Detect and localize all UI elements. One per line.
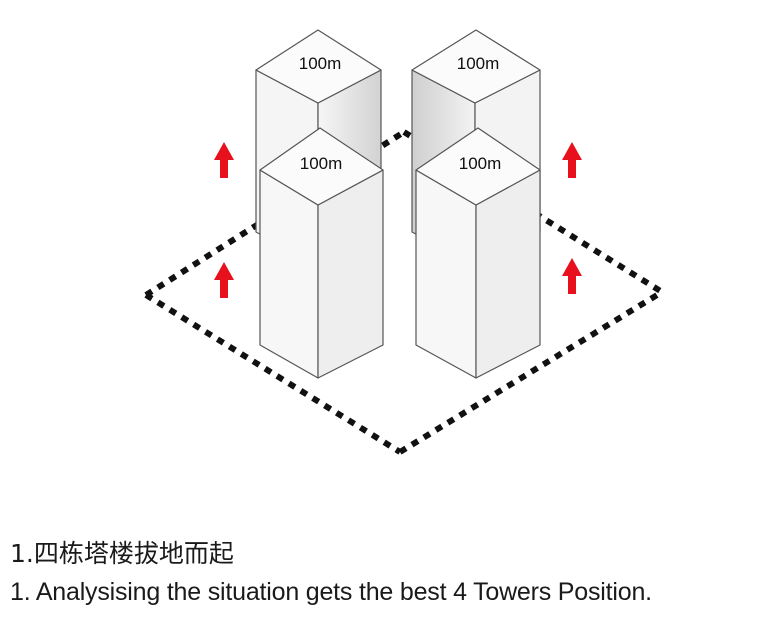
arrow-upper-right-icon: [562, 142, 582, 178]
tower-front-left-label: 100m: [300, 154, 343, 173]
arrow-lower-right-icon: [562, 258, 582, 294]
tower-front-right-label: 100m: [459, 154, 502, 173]
arrow-upper-left-icon: [214, 142, 234, 178]
tower-massing-diagram: 100m 100m 100m 100m: [144, 29, 664, 455]
tower-front-right: [415, 127, 541, 379]
caption-chinese: 1.四栋塔楼拔地而起: [10, 539, 234, 568]
tower-back-right-label: 100m: [457, 54, 500, 73]
tower-front-left: [259, 127, 384, 379]
caption-english: 1. Analysising the situation gets the be…: [10, 578, 652, 606]
arrow-lower-left-icon: [214, 262, 234, 298]
tower-back-left-label: 100m: [299, 54, 342, 73]
